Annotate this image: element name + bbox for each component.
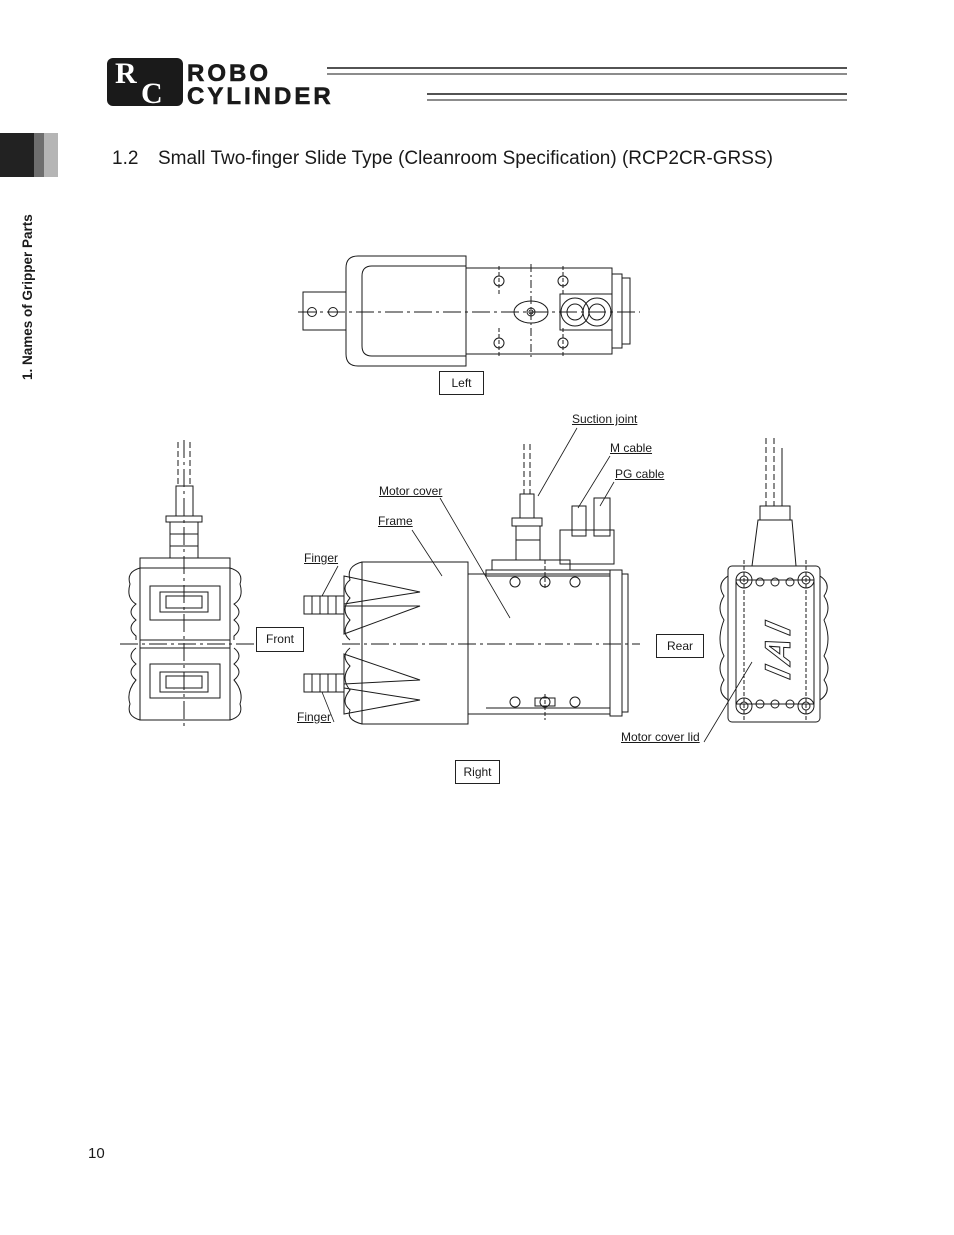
callout-suction-joint: Suction joint [572, 412, 638, 426]
page-number: 10 [88, 1145, 105, 1162]
callout-pg-cable: PG cable [615, 467, 665, 481]
svg-text:R: R [115, 57, 137, 90]
chapter-tab [0, 133, 58, 177]
view-label-rear: Rear [656, 634, 704, 658]
rear-view-drawing: IAI [719, 438, 829, 723]
left-view-drawing [298, 255, 640, 367]
front-view-drawing [120, 440, 255, 730]
rear-iai-marking: IAI [757, 615, 798, 682]
callout-finger-bottom: Finger [297, 710, 332, 724]
section-title: Small Two-finger Slide Type (Cleanroom S… [158, 148, 773, 169]
view-label-right: Right [455, 760, 500, 784]
callout-finger-top: Finger [304, 551, 339, 565]
callout-m-cable: M cable [610, 441, 653, 455]
section-heading: 1.2 Small Two-finger Slide Type (Cleanroo… [112, 148, 773, 170]
callout-leaders [321, 427, 753, 743]
logo-robo-text: ROBO [187, 60, 271, 87]
callout-frame: Frame [378, 514, 413, 528]
view-label-front: Front [256, 627, 304, 652]
callout-motor-cover: Motor cover [379, 484, 443, 498]
logo-cylinder-text: CYLINDER [187, 83, 334, 108]
svg-text:C: C [141, 77, 163, 108]
right-view-drawing [303, 444, 640, 725]
robo-cylinder-logo: R C ROBO CYLINDER [107, 57, 847, 108]
section-number: 1.2 [112, 148, 139, 169]
view-label-left: Left [439, 371, 484, 395]
callout-motor-cover-lid: Motor cover lid [621, 730, 700, 744]
